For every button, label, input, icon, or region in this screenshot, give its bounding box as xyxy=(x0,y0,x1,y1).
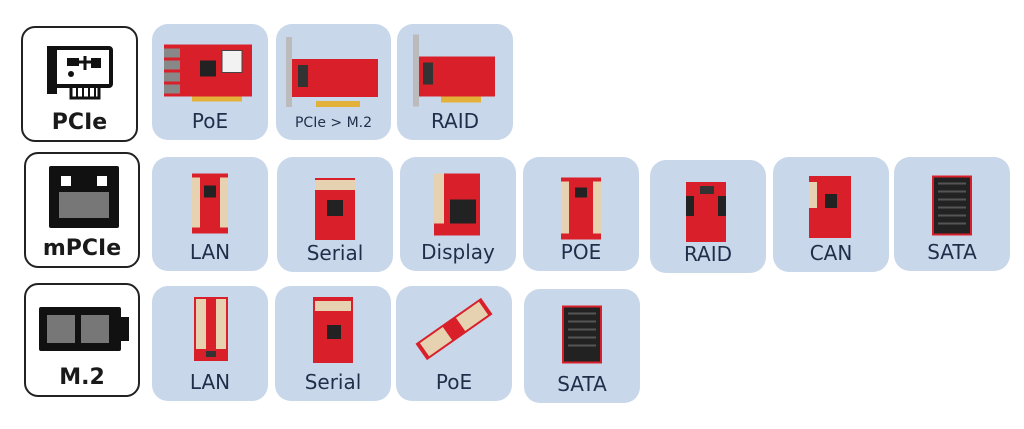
tile-mpcie-serial[interactable]: Serial xyxy=(277,157,393,272)
tile-pcie-raid[interactable]: RAID xyxy=(397,24,513,140)
tile-label: PoE xyxy=(191,109,229,133)
pcie-to-m2-card-image xyxy=(286,37,378,107)
tile-label: CAN xyxy=(809,241,853,265)
tile-label: Serial xyxy=(304,370,362,394)
mpcie-sata-module-image xyxy=(932,175,972,236)
tile-mpcie-sata[interactable]: SATA xyxy=(894,157,1010,271)
m2-sata-module-image xyxy=(562,305,602,364)
pcie-poe-card-image xyxy=(164,44,252,102)
mpcie-display-module-image xyxy=(434,173,480,236)
tile-m2-poe[interactable]: PoE xyxy=(396,286,512,401)
mpcie-poe-module-image xyxy=(561,177,601,240)
tile-label: LAN xyxy=(189,370,231,394)
pcie-raid-card-image xyxy=(413,34,495,107)
tile-pcie-to-m2[interactable]: PCIe > M.2 xyxy=(276,24,391,140)
m2-lan-module-image xyxy=(194,297,228,361)
tile-label: PCIe > M.2 xyxy=(294,115,373,131)
tile-label: RAID xyxy=(430,109,480,133)
tile-label: POE xyxy=(560,240,602,264)
tile-label: RAID xyxy=(683,242,733,266)
m2-serial-module-image xyxy=(313,297,353,363)
category-label-mpcie: mPCIe xyxy=(42,236,122,261)
category-label-pcie: PCIe xyxy=(51,110,108,135)
mpcie-can-module-image xyxy=(809,176,851,238)
mpcie-raid-module-image xyxy=(686,182,726,242)
category-pcie[interactable]: PCIe xyxy=(21,26,138,142)
tile-mpcie-display[interactable]: Display xyxy=(400,157,516,271)
tile-label: SATA xyxy=(927,240,977,264)
m2-module-icon xyxy=(39,307,129,351)
tile-mpcie-lan[interactable]: LAN xyxy=(152,157,268,271)
tile-m2-serial[interactable]: Serial xyxy=(275,286,391,401)
tile-mpcie-can[interactable]: CAN xyxy=(773,157,889,272)
tile-mpcie-poe[interactable]: POE xyxy=(523,157,639,271)
tile-label: Display xyxy=(421,240,495,264)
tile-label: SATA xyxy=(557,372,607,396)
tile-mpcie-raid[interactable]: RAID xyxy=(650,160,766,273)
tile-label: PoE xyxy=(435,370,473,394)
tile-label: Serial xyxy=(306,241,364,265)
category-mpcie[interactable]: mPCIe xyxy=(24,152,140,268)
tile-m2-sata[interactable]: SATA xyxy=(524,289,640,403)
category-label-m2: M.2 xyxy=(59,365,105,390)
tile-m2-lan[interactable]: LAN xyxy=(152,286,268,401)
mpcie-lan-module-image xyxy=(192,173,228,234)
pcie-card-icon xyxy=(47,46,113,100)
mpcie-serial-module-image xyxy=(315,178,355,240)
tile-pcie-poe[interactable]: PoE xyxy=(152,24,268,140)
m2-poe-module-image xyxy=(415,297,493,361)
category-m2[interactable]: M.2 xyxy=(24,283,140,397)
tile-label: LAN xyxy=(189,240,231,264)
mpcie-module-icon xyxy=(49,166,119,228)
